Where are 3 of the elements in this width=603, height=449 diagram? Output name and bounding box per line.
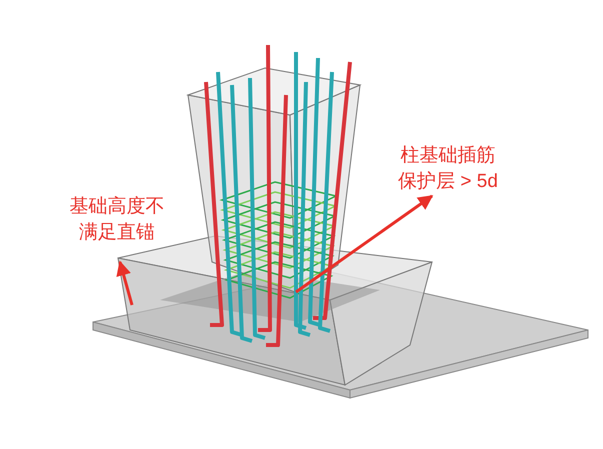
annotation-text: 基础高度不满足直锚	[68, 195, 166, 245]
annotation-text: 柱基础插筋保护层 > 5d	[397, 144, 499, 194]
leader-arrow	[295, 194, 434, 294]
